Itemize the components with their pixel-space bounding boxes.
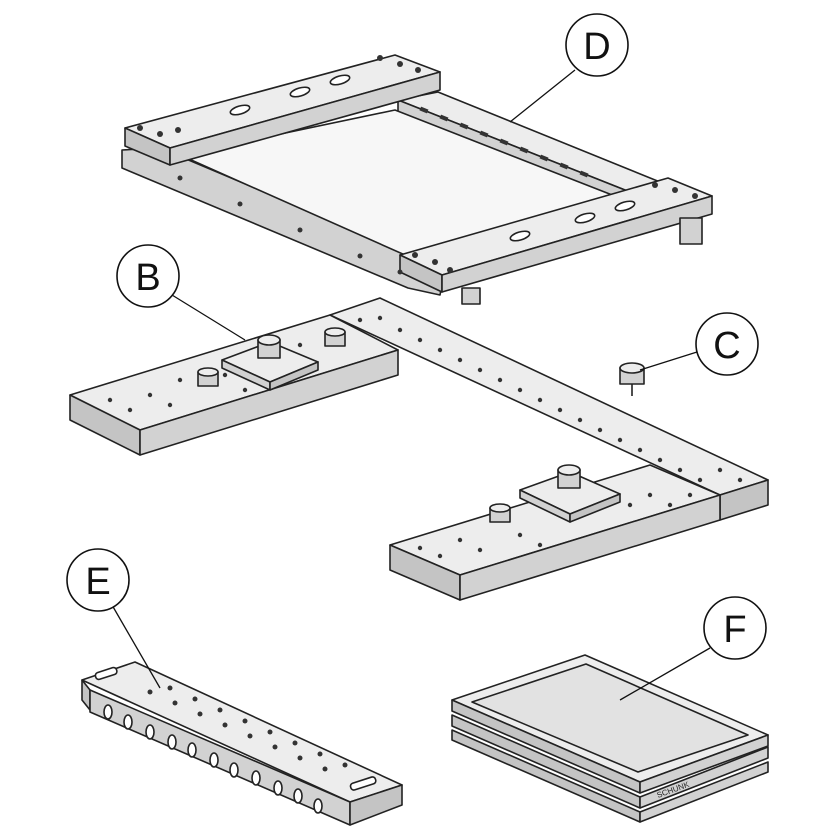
frame-foot-2 bbox=[679, 217, 703, 245]
callout-circle-e bbox=[66, 548, 130, 612]
part-b-base-plates bbox=[69, 297, 769, 601]
callout-circle-f bbox=[703, 596, 767, 660]
callout-label-b: B bbox=[135, 257, 160, 299]
callout-label-d: D bbox=[583, 26, 610, 68]
callout-circle-c bbox=[695, 312, 759, 376]
leader-f bbox=[619, 647, 711, 701]
frame-right-plate-side bbox=[441, 195, 713, 293]
callout-e: E bbox=[66, 548, 161, 689]
clamping-module-left bbox=[221, 334, 319, 391]
tray-layer-mid-side bbox=[639, 746, 769, 809]
callout-label-e: E bbox=[85, 561, 110, 603]
frame-foot-1 bbox=[461, 287, 481, 305]
callout-f: F bbox=[619, 596, 767, 701]
clamping-module-right bbox=[519, 464, 621, 523]
tray-recess bbox=[471, 663, 749, 773]
rail-right-end bbox=[349, 784, 403, 826]
rail-top bbox=[81, 661, 403, 803]
leader-e bbox=[111, 604, 161, 689]
part-e-hole-rail bbox=[81, 661, 403, 826]
frame-left-plate-side bbox=[169, 71, 441, 166]
leader-c bbox=[639, 351, 698, 371]
callout-circle-b bbox=[116, 244, 180, 308]
frame-plate-holes bbox=[137, 55, 698, 275]
leader-d bbox=[509, 69, 576, 123]
tray-layer-top-side bbox=[639, 734, 769, 794]
callout-label-c: C bbox=[713, 325, 740, 367]
leader-b bbox=[171, 294, 246, 341]
rail-slot-left bbox=[94, 666, 118, 681]
part-f-tray-stack: SCHUNK bbox=[451, 654, 769, 823]
base-plate-hole-grid bbox=[107, 315, 743, 559]
base-plate-left-arm-side bbox=[139, 349, 399, 456]
part-c-clamping-pin bbox=[619, 362, 645, 396]
clamping-pins-on-plates bbox=[197, 327, 511, 523]
rail-left-end bbox=[81, 679, 91, 711]
rail-side-holes bbox=[103, 704, 323, 814]
callout-circle-d bbox=[565, 13, 629, 77]
callout-c: C bbox=[639, 312, 759, 376]
part-d-frame bbox=[121, 54, 713, 305]
rail-slot-right bbox=[349, 776, 377, 791]
callout-b: B bbox=[116, 244, 246, 341]
tray-layer-bottom-side bbox=[639, 761, 769, 823]
back-rail-slots bbox=[419, 106, 589, 178]
callout-label-f: F bbox=[723, 609, 746, 651]
callout-d: D bbox=[509, 13, 629, 123]
rail-top-holes bbox=[147, 685, 348, 772]
base-plate-right-arm-side bbox=[459, 494, 721, 601]
